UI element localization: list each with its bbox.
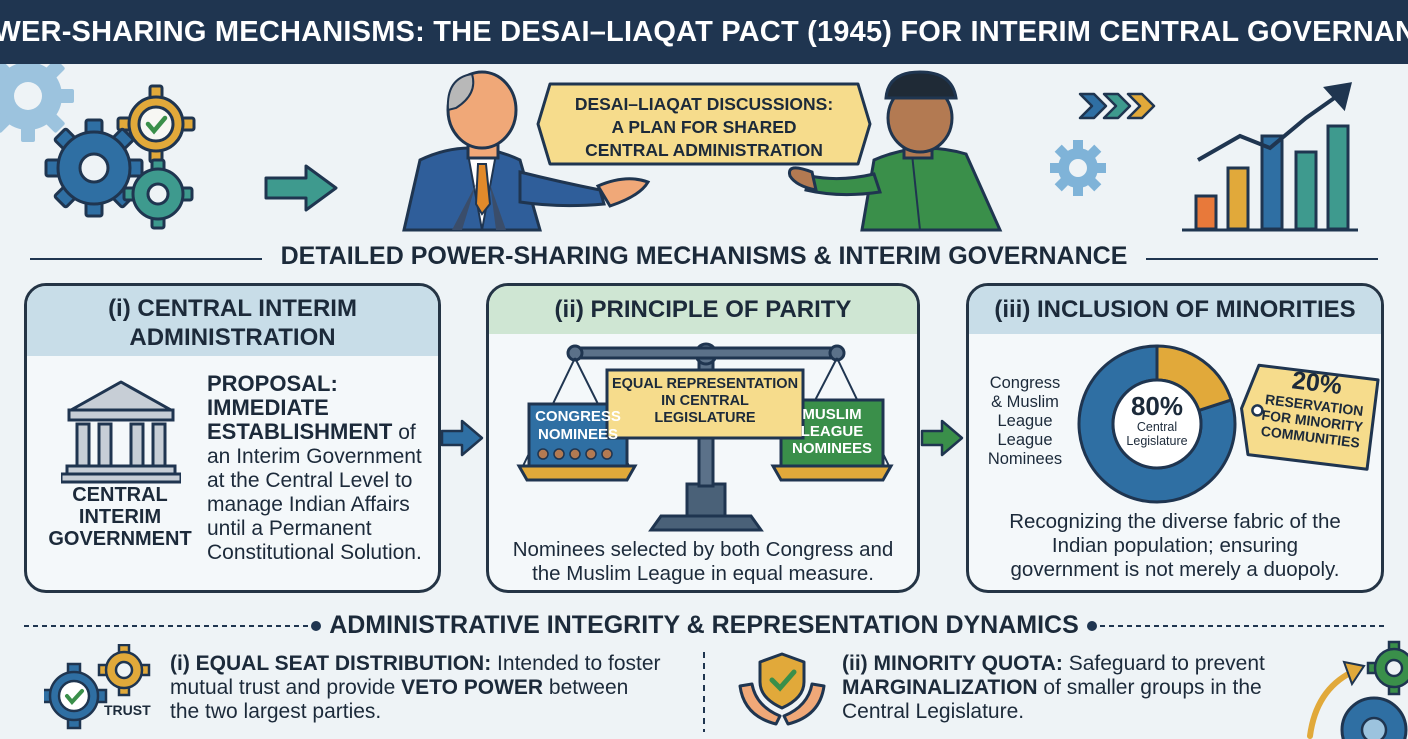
minority-quota-text: (ii) MINORITY QUOTA: Safeguard to preven… bbox=[842, 652, 1302, 724]
legend-line: & Muslim bbox=[991, 393, 1059, 411]
proposal-line: manage Indian Affairs bbox=[207, 493, 410, 516]
legend-line: Congress bbox=[989, 374, 1061, 392]
government-building-icon bbox=[61, 380, 181, 484]
text-bold: (i) EQUAL SEAT DISTRIBUTION: bbox=[170, 652, 492, 675]
hero-banner: DESAI–LIAQAT DISCUSSIONS: A PLAN FOR SHA… bbox=[536, 84, 872, 170]
caption-line: the Muslim League in equal measure. bbox=[532, 562, 874, 585]
text-fragment: Safeguard to prevent bbox=[1062, 652, 1265, 675]
panel-inclusion-of-minorities: (iii) INCLUSION OF MINORITIES Congress &… bbox=[966, 283, 1384, 593]
proposal-bold: ESTABLISHMENT bbox=[207, 419, 393, 444]
text-bold: MARGINALIZATION bbox=[842, 676, 1038, 699]
reservation-tag bbox=[1240, 363, 1380, 471]
proposal-line: Constitutional Solution. bbox=[207, 541, 422, 564]
donut-center-line: Legislature bbox=[1126, 434, 1188, 448]
hero-banner-line: DESAI–LIAQAT DISCUSSIONS: bbox=[574, 93, 834, 114]
text-fragment: of smaller groups in the bbox=[1037, 676, 1262, 699]
muslim-league-nominees-label: MUSLIM LEAGUE NOMINEES bbox=[781, 406, 883, 457]
arrow-right-icon bbox=[440, 419, 484, 457]
pan-label-line: NOMINEES bbox=[537, 426, 618, 443]
pan-label-line: CONGRESS bbox=[535, 408, 621, 425]
panel-heading: (ii) PRINCIPLE OF PARITY bbox=[489, 286, 917, 334]
proposal-text-fragment: of bbox=[392, 421, 416, 444]
arrow-right-icon bbox=[264, 164, 338, 212]
negotiator-left-figure bbox=[402, 70, 651, 232]
legend-line: Nominees bbox=[987, 450, 1063, 468]
panel-heading-line: (i) CENTRAL INTERIM bbox=[108, 295, 357, 322]
caption-line: Indian population; ensuring bbox=[1051, 534, 1299, 557]
pan-label-line: LEAGUE bbox=[800, 423, 864, 440]
corner-gears-icon bbox=[1307, 640, 1408, 739]
proposal-line: until a Permanent bbox=[207, 517, 372, 540]
page-title: ‘POWER-SHARING MECHANISMS: THE DESAI–LIA… bbox=[0, 15, 1408, 48]
minorities-caption: Recognizing the diverse fabric of the In… bbox=[969, 510, 1381, 582]
caption-line: government is not merely a duopoly. bbox=[1010, 558, 1340, 581]
section-heading: DETAILED POWER-SHARING MECHANISMS & INTE… bbox=[280, 242, 1128, 270]
panel-heading: (iii) INCLUSION OF MINORITIES bbox=[969, 286, 1381, 334]
text-fragment: mutual trust and provide bbox=[170, 676, 402, 699]
donut-legend: Congress & Muslim League League Nominees bbox=[973, 374, 1077, 469]
proposal-bold: IMMEDIATE bbox=[207, 395, 329, 420]
chevrons-icon bbox=[1078, 92, 1156, 120]
legend-line: League bbox=[997, 412, 1053, 430]
hero-banner-shape bbox=[536, 82, 872, 166]
donut-center-label: 80% Central Legislature bbox=[1075, 392, 1239, 448]
panel-central-interim-administration: (i) CENTRAL INTERIM ADMINISTRATION CENTR… bbox=[24, 283, 441, 593]
building-label-line: INTERIM bbox=[78, 506, 162, 528]
gear-icon bbox=[1050, 140, 1106, 196]
trust-gears-icon bbox=[44, 644, 151, 730]
panel-heading: (i) CENTRAL INTERIM ADMINISTRATION bbox=[27, 286, 438, 356]
section-divider bbox=[30, 258, 1378, 260]
pan-label-line: MUSLIM bbox=[802, 406, 862, 423]
shield-hands-icon bbox=[738, 652, 826, 726]
hero-banner-line: CENTRAL ADMINISTRATION bbox=[585, 139, 823, 160]
legend-line: League bbox=[997, 431, 1053, 449]
panel-principle-of-parity: (ii) PRINCIPLE OF PARITY EQUAL REPRES bbox=[486, 283, 920, 593]
parity-caption: Nominees selected by both Congress and t… bbox=[489, 538, 917, 586]
text-line: the two largest parties. bbox=[170, 700, 382, 723]
bottom-separator bbox=[703, 652, 705, 732]
scale-sign: EQUAL REPRESENTATION IN CENTRAL LEGISLAT… bbox=[607, 376, 803, 427]
building-label-line: CENTRAL bbox=[72, 484, 168, 506]
proposal-line: an Interim Government bbox=[207, 445, 422, 468]
gear-icon bbox=[122, 158, 194, 230]
pan-label-line: NOMINEES bbox=[791, 440, 872, 457]
trust-label: TRUST bbox=[104, 702, 151, 718]
text-bold: VETO POWER bbox=[401, 676, 544, 699]
scale-sign-line: LEGISLATURE bbox=[654, 410, 756, 426]
hero-illustration bbox=[0, 64, 1358, 232]
scale-sign-line: IN CENTRAL bbox=[661, 393, 749, 409]
proposal-label: PROPOSAL: bbox=[207, 371, 338, 396]
panel-heading-line: ADMINISTRATION bbox=[129, 324, 336, 351]
donut-hole bbox=[1111, 378, 1203, 470]
gear-icon bbox=[44, 118, 144, 218]
text-fragment: Intended to foster bbox=[491, 652, 661, 675]
balance-scale-illustration bbox=[516, 342, 894, 532]
building-label: CENTRAL INTERIM GOVERNMENT bbox=[37, 484, 203, 550]
title-bar: ‘POWER-SHARING MECHANISMS: THE DESAI–LIA… bbox=[0, 0, 1408, 64]
lower-heading: ADMINISTRATIVE INTEGRITY & REPRESENTATIO… bbox=[329, 611, 1079, 639]
proposal-text: PROPOSAL: IMMEDIATE ESTABLISHMENT of an … bbox=[207, 371, 438, 565]
arrow-right-icon bbox=[920, 419, 964, 457]
scale-sign-line: EQUAL REPRESENTATION bbox=[611, 376, 799, 392]
check-gear-icon bbox=[116, 84, 196, 164]
growth-chart-icon bbox=[1182, 82, 1358, 232]
lower-divider bbox=[24, 621, 1384, 631]
hero-banner-line: A PLAN FOR SHARED bbox=[611, 116, 797, 137]
donut-chart bbox=[1077, 344, 1237, 504]
donut-center-line: Central bbox=[1136, 420, 1178, 434]
negotiator-right-figure bbox=[787, 70, 1003, 232]
text-bold: (ii) MINORITY QUOTA: bbox=[842, 652, 1063, 675]
text-line: Central Legislature. bbox=[842, 700, 1025, 723]
proposal-line: at the Central Level to bbox=[207, 469, 413, 492]
donut-center-value: 80% bbox=[1130, 391, 1184, 421]
gear-icon bbox=[0, 64, 74, 142]
caption-line: Nominees selected by both Congress and bbox=[512, 538, 894, 561]
congress-nominees-label: CONGRESS NOMINEES bbox=[529, 408, 627, 444]
caption-line: Recognizing the diverse fabric of the bbox=[1009, 510, 1341, 533]
equal-seat-distribution-text: (i) EQUAL SEAT DISTRIBUTION: Intended to… bbox=[170, 652, 690, 724]
reservation-tag-text: 20% RESERVATION FOR MINORITY COMMUNITIES bbox=[1243, 362, 1381, 453]
building-label-line: GOVERNMENT bbox=[48, 528, 192, 550]
text-fragment: between bbox=[543, 676, 629, 699]
